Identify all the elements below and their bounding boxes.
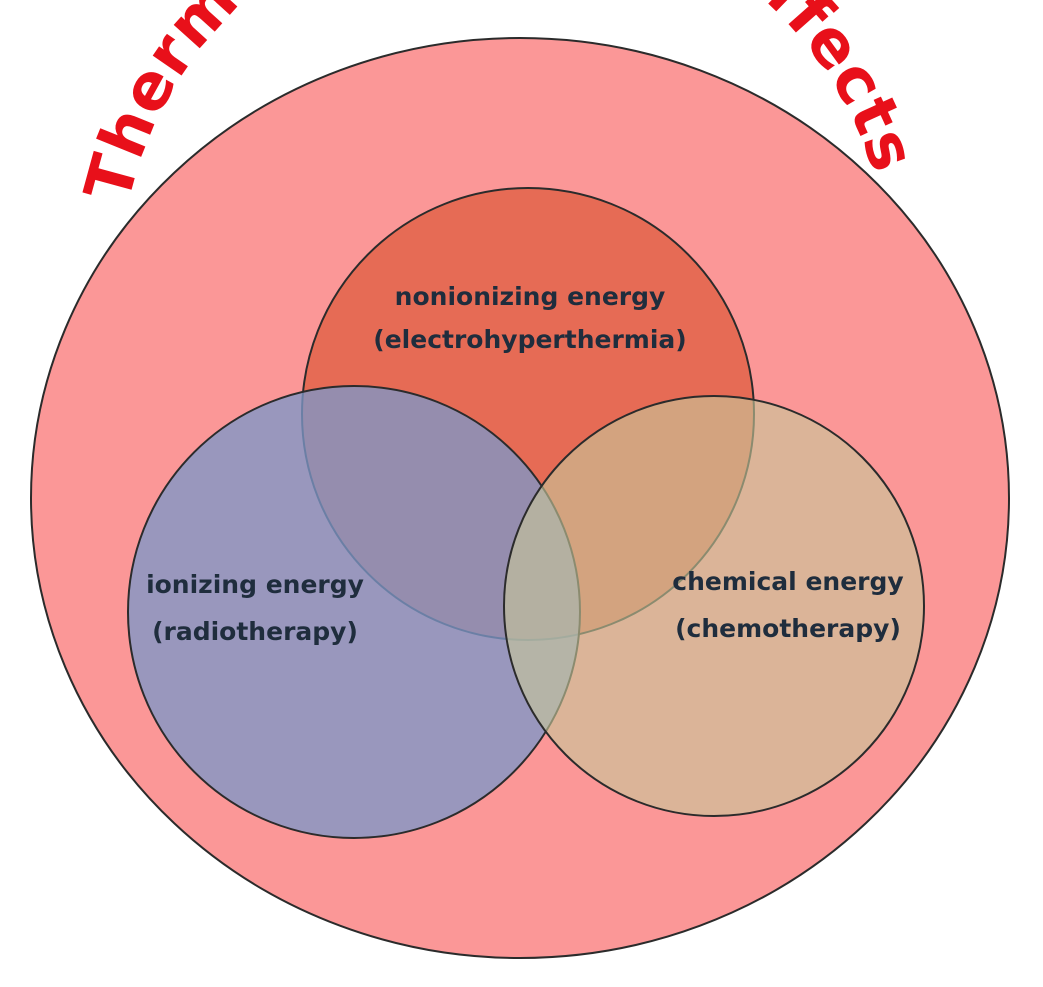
chemical-label-line1: chemical energy bbox=[672, 567, 903, 596]
chemical-label-line2: (chemotherapy) bbox=[675, 614, 901, 643]
nonionizing-label-line1: nonionizing energy bbox=[395, 282, 666, 311]
ionizing-label-line2: (radiotherapy) bbox=[152, 617, 358, 646]
ionizing-label-line1: ionizing energy bbox=[146, 570, 364, 599]
nonionizing-label-line2: (electrohyperthermia) bbox=[373, 325, 686, 354]
chemical-energy-circle bbox=[503, 395, 925, 817]
